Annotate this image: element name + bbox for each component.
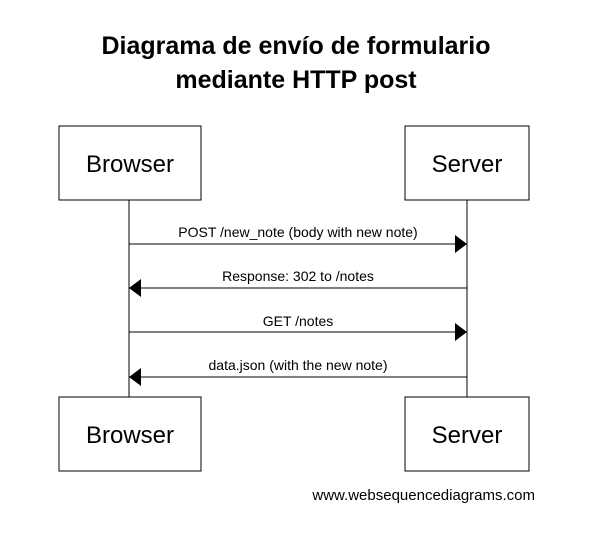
message-1: POST /new_note (body with new note) <box>129 224 467 253</box>
message-2-arrowhead <box>129 279 141 297</box>
message-3-arrowhead <box>455 323 467 341</box>
message-4-arrowhead <box>129 368 141 386</box>
diagram-title-line-2: mediante HTTP post <box>175 66 417 94</box>
participant-server-top: Server <box>404 125 530 201</box>
message-2-label: Response: 302 to /notes <box>222 268 374 284</box>
message-4-label: data.json (with the new note) <box>209 357 388 373</box>
footer-watermark: www.websequencediagrams.com <box>311 487 535 504</box>
participant-server-bottom-label: Server <box>432 422 503 449</box>
participant-browser-bottom-label: Browser <box>86 422 174 449</box>
message-1-arrowhead <box>455 235 467 253</box>
message-1-label: POST /new_note (body with new note) <box>178 224 417 240</box>
participant-server-top-label: Server <box>432 151 503 178</box>
message-3-label: GET /notes <box>263 313 334 329</box>
participant-browser-top-label: Browser <box>86 151 174 178</box>
participant-server-bottom: Server <box>404 396 530 472</box>
message-3: GET /notes <box>129 313 467 341</box>
diagram-title-line-1: Diagrama de envío de formulario <box>102 32 491 60</box>
message-2: Response: 302 to /notes <box>129 268 467 297</box>
participant-browser-bottom: Browser <box>58 396 202 472</box>
participant-browser-top: Browser <box>58 125 202 201</box>
message-4: data.json (with the new note) <box>129 357 467 386</box>
